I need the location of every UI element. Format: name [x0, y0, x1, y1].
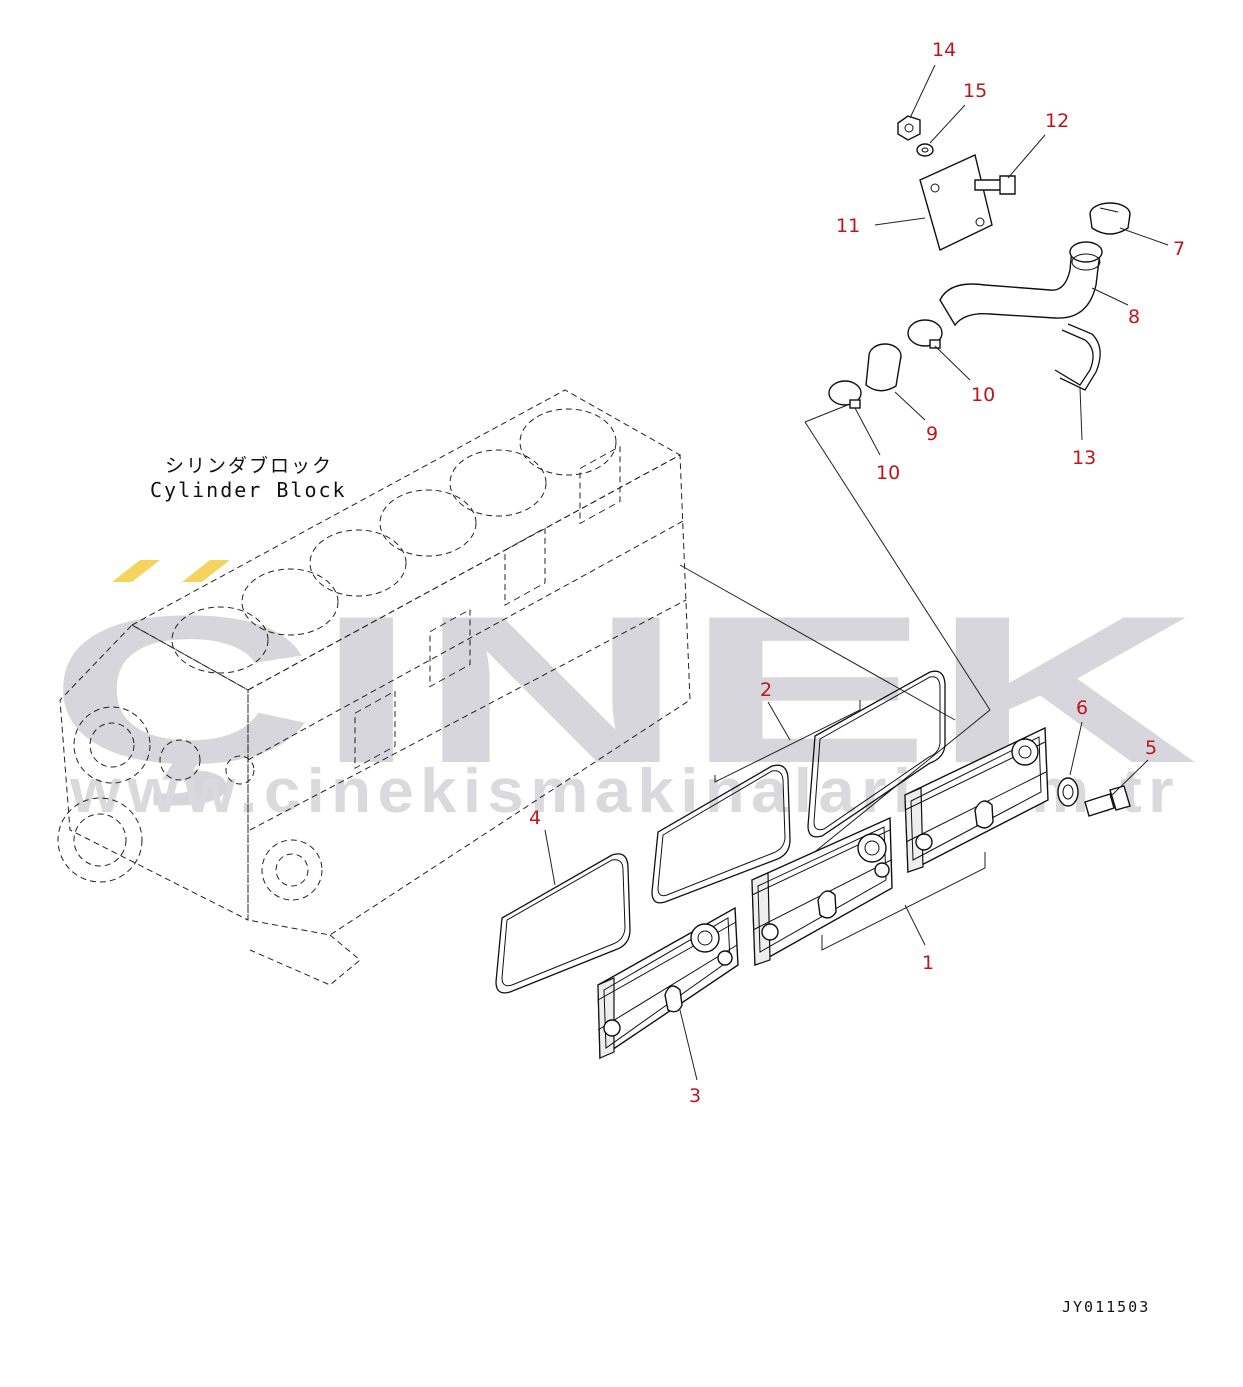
- figure-id: JY011503: [1062, 1298, 1150, 1316]
- callout-11: 11: [836, 215, 860, 237]
- washer-15: [916, 143, 934, 157]
- hose-clamp-10-lower: [828, 380, 862, 409]
- callout-14: 14: [932, 39, 956, 61]
- watermark-accent-left: [112, 560, 160, 582]
- callout-15: 15: [963, 80, 987, 102]
- gasket-2-front: [651, 764, 791, 904]
- watermark-accent-right: [182, 560, 230, 582]
- breather-tube-13: [1054, 323, 1101, 391]
- bolt-5: [1084, 785, 1131, 817]
- callout-3: 3: [689, 1085, 701, 1107]
- block-side-windows: [354, 445, 621, 769]
- callout-13: 13: [1072, 447, 1096, 469]
- bolt-12: [974, 175, 1016, 195]
- leader-lines: [544, 64, 1169, 1081]
- breather-bracket-11: [919, 154, 993, 251]
- block-label-jp: シリンダブロック: [165, 454, 333, 477]
- callout-10-upper: 10: [971, 384, 995, 406]
- callout-9: 9: [926, 423, 938, 445]
- callout-4: 4: [529, 807, 541, 829]
- callout-10-lower: 10: [876, 462, 900, 484]
- hose-9: [865, 343, 902, 392]
- callout-2: 2: [760, 679, 772, 701]
- gasket-2-rear: [807, 670, 946, 838]
- callout-6: 6: [1076, 697, 1088, 719]
- block-label-en: Cylinder Block: [150, 478, 347, 502]
- head-cover-1-rear: [904, 726, 1049, 874]
- head-cover-1-front: [751, 816, 893, 967]
- cylinder-block: シリンダブロック Cylinder Block: [57, 389, 691, 986]
- callout-1: 1: [922, 952, 934, 974]
- hose-clamp-10-upper: [907, 319, 943, 349]
- callout-8: 8: [1128, 306, 1140, 328]
- washer-6: [1057, 777, 1079, 807]
- nut-14: [897, 115, 921, 141]
- callout-7: 7: [1173, 238, 1185, 260]
- breather-hose-8: [939, 241, 1103, 327]
- head-cover-3: [597, 906, 739, 1060]
- oil-filler-cap-7: [1089, 202, 1131, 235]
- callout-12: 12: [1045, 110, 1069, 132]
- callout-5: 5: [1145, 737, 1157, 759]
- gasket-4: [495, 853, 631, 994]
- cylinder-bores: [171, 408, 617, 674]
- callouts: 14 15 12 11 7 8 10 9 10 13 2 6 5 4 1 3: [529, 39, 1185, 1107]
- watermark: ÇINEK www.cinekismakinalari.com.tr: [48, 560, 1198, 826]
